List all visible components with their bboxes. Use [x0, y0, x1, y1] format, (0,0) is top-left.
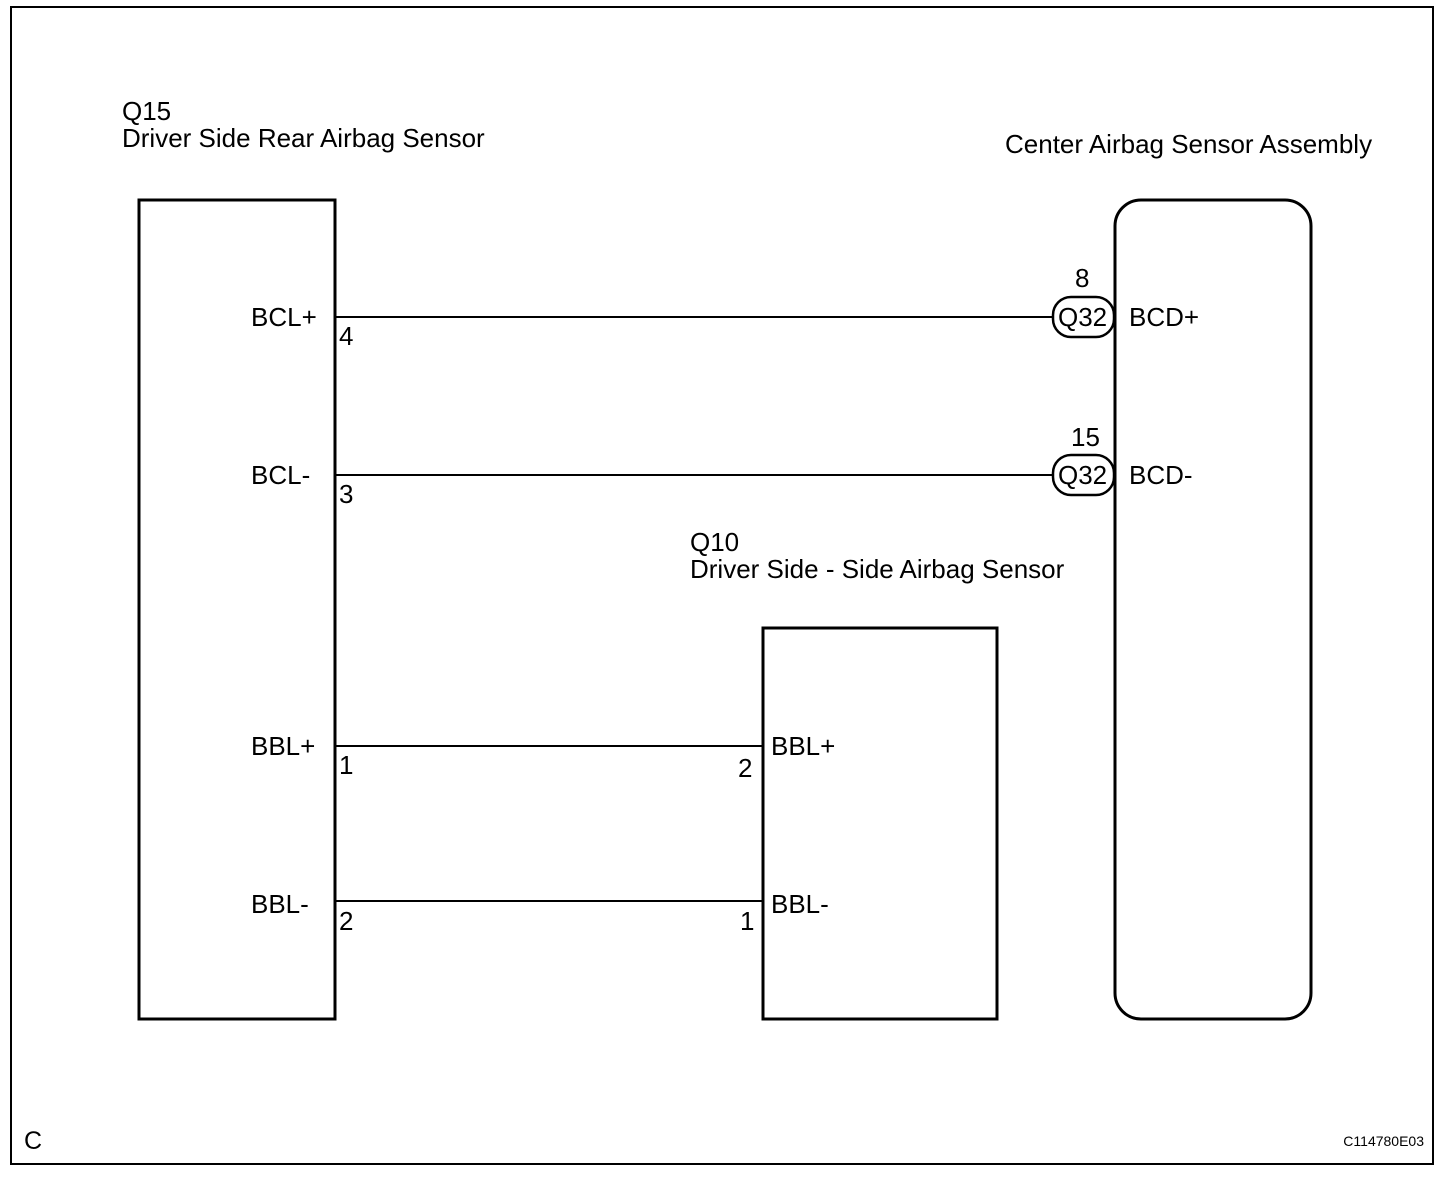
footer-code: C114780E03 [1343, 1133, 1424, 1149]
wires [335, 316, 1053, 902]
component-q10: Q10 Driver Side - Side Airbag Sensor BBL… [690, 527, 1065, 1021]
q15-box [137, 198, 337, 1021]
center-pin-bcd-minus-label: BCD- [1129, 460, 1193, 490]
component-center-airbag-sensor: Center Airbag Sensor Assembly 8 Q32 BCD+… [1005, 129, 1372, 1021]
q10-pin-bbl-minus-number: 1 [740, 906, 754, 936]
center-pin-bcd-plus-label: BCD+ [1129, 302, 1199, 332]
q15-pin-bcl-minus-number: 3 [339, 479, 353, 509]
q15-pin-bbl-plus-label: BBL+ [251, 731, 315, 761]
q15-name: Driver Side Rear Airbag Sensor [122, 123, 485, 153]
q15-pin-bbl-minus-number: 2 [339, 906, 353, 936]
q15-pin-bbl-plus-number: 1 [339, 750, 353, 780]
q10-box [761, 626, 999, 1021]
center-pin-bcd-plus-connector: Q32 [1058, 302, 1107, 332]
center-pin-bcd-minus-number: 15 [1071, 422, 1100, 452]
center-pin-bcd-minus-connector: Q32 [1058, 460, 1107, 490]
q15-pin-bcl-minus-label: BCL- [251, 460, 310, 490]
q10-pin-bbl-plus-label: BBL+ [771, 731, 835, 761]
center-box [1113, 198, 1313, 1021]
q15-pin-bcl-plus-number: 4 [339, 321, 353, 351]
component-q15: Q15 Driver Side Rear Airbag Sensor BCL+ … [122, 96, 485, 1021]
center-name: Center Airbag Sensor Assembly [1005, 129, 1372, 159]
q15-code: Q15 [122, 96, 171, 126]
footer-letter: C [24, 1127, 42, 1155]
q15-pin-bbl-minus-label: BBL- [251, 889, 309, 919]
q10-pin-bbl-minus-label: BBL- [771, 889, 829, 919]
q10-code: Q10 [690, 527, 739, 557]
q15-pin-bcl-plus-label: BCL+ [251, 302, 317, 332]
center-pin-bcd-plus-number: 8 [1075, 263, 1089, 293]
q10-name: Driver Side - Side Airbag Sensor [690, 554, 1065, 584]
diagram-frame [10, 6, 1434, 1165]
q10-pin-bbl-plus-number: 2 [738, 753, 752, 783]
